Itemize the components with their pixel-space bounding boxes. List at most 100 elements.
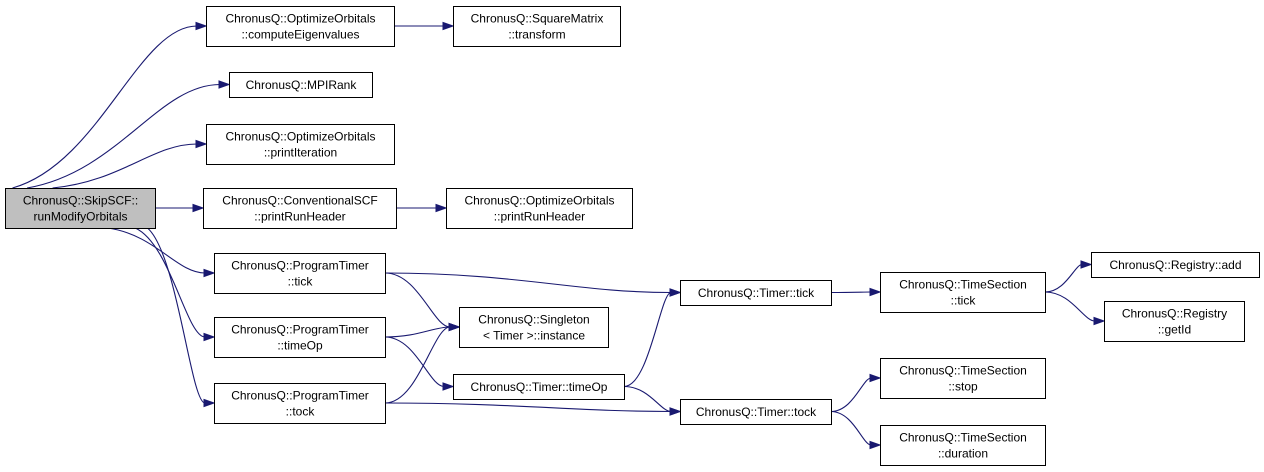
node-ptTick[interactable]: ChronusQ::ProgramTimer::tick	[214, 253, 386, 294]
edge-ptTimeOp-to-singleton	[384, 326, 451, 338]
arrow-head	[435, 203, 448, 213]
node-label: ChronusQ::Registry::add	[1109, 258, 1241, 272]
arrow-head	[1093, 316, 1106, 326]
node-label: ChronusQ::OptimizeOrbitals	[225, 12, 375, 26]
node-box	[1104, 301, 1245, 342]
call-edges	[12, 21, 1106, 450]
node-label: ChronusQ::ProgramTimer	[231, 259, 369, 273]
node-box	[459, 307, 609, 348]
edge-ptTimeOp-to-timerTimeOp	[384, 336, 445, 388]
arrow-head	[442, 382, 455, 391]
arrow-head	[192, 203, 205, 213]
node-label: ChronusQ::TimeSection	[899, 364, 1027, 378]
edge-timerTock-to-tsDuration	[830, 410, 872, 446]
node-label: ::getId	[1158, 323, 1191, 337]
node-label: ChronusQ::ProgramTimer	[231, 323, 369, 337]
node-box	[453, 6, 621, 47]
call-nodes: ChronusQ::SkipSCF::runModifyOrbitalsChro…	[5, 6, 1260, 466]
node-label: ::stop	[948, 380, 978, 394]
node-box	[206, 6, 395, 47]
node-regAdd[interactable]: ChronusQ::Registry::add	[1091, 252, 1260, 278]
node-box	[680, 399, 832, 425]
edge-root-to-ptTick	[107, 227, 206, 274]
node-label: ::computeEigenvalues	[241, 28, 359, 42]
node-singleton[interactable]: ChronusQ::Singleton< Timer >::instance	[459, 307, 609, 348]
node-label: ChronusQ::SkipSCF::	[23, 194, 138, 208]
node-box	[880, 272, 1046, 313]
edge-root-to-ptTock	[147, 227, 206, 404]
node-ptTock[interactable]: ChronusQ::ProgramTimer::tock	[214, 383, 386, 424]
arrow-head	[203, 398, 216, 408]
arrow-head	[442, 21, 455, 31]
node-box	[214, 383, 386, 424]
arrow-head	[869, 287, 882, 297]
node-box	[453, 374, 625, 400]
node-box	[1091, 252, 1260, 278]
node-root[interactable]: ChronusQ::SkipSCF::runModifyOrbitals	[5, 188, 156, 229]
arrow-head	[203, 268, 216, 278]
node-timerTock[interactable]: ChronusQ::Timer::tock	[680, 399, 832, 425]
edge-timerTimeOp-to-timerTick	[623, 291, 672, 388]
arrow-head	[218, 80, 231, 89]
arrow-head	[195, 139, 208, 149]
node-label: ChronusQ::ConventionalSCF	[222, 194, 377, 208]
node-label: ChronusQ::ProgramTimer	[231, 389, 369, 403]
arrow-head	[203, 332, 216, 342]
node-box	[229, 72, 373, 98]
node-transform[interactable]: ChronusQ::SquareMatrix::transform	[453, 6, 621, 47]
node-label: ::tick	[288, 275, 314, 289]
node-box	[214, 317, 386, 358]
edge-ptTick-to-singleton	[384, 272, 451, 328]
arrow-head	[669, 288, 682, 297]
edge-tsTick-to-regGetId	[1044, 291, 1096, 322]
node-convPrintRunHeader[interactable]: ChronusQ::ConventionalSCF::printRunHeade…	[203, 188, 397, 229]
edge-tsTick-to-regAdd	[1044, 263, 1083, 293]
node-label: ChronusQ::TimeSection	[899, 278, 1027, 292]
node-box	[5, 188, 156, 229]
node-label: ::timeOp	[277, 339, 323, 353]
arrow-head	[869, 440, 882, 450]
node-label: ChronusQ::MPIRank	[246, 78, 358, 92]
node-label: ChronusQ::Timer::tick	[698, 286, 815, 300]
node-mpirank[interactable]: ChronusQ::MPIRank	[229, 72, 373, 98]
edge-root-to-ptTimeOp	[135, 227, 206, 338]
arrow-head	[869, 373, 882, 383]
node-box	[206, 124, 395, 165]
node-label: ChronusQ::Registry	[1122, 307, 1227, 321]
node-label: ::printRunHeader	[254, 210, 345, 224]
node-label: ChronusQ::TimeSection	[899, 431, 1027, 445]
node-box	[214, 253, 386, 294]
arrow-head	[1080, 260, 1093, 269]
arrow-head	[669, 407, 682, 416]
arrow-head	[448, 322, 461, 332]
node-box	[446, 188, 633, 229]
node-label: ::tick	[951, 294, 977, 308]
edge-ptTock-to-singleton	[384, 326, 451, 404]
node-label: ChronusQ::OptimizeOrbitals	[464, 194, 614, 208]
node-label: ::printIteration	[264, 146, 337, 160]
node-tsDuration[interactable]: ChronusQ::TimeSection::duration	[880, 425, 1046, 466]
node-label: ChronusQ::Timer::tock	[696, 405, 817, 419]
node-label: ::printRunHeader	[494, 210, 585, 224]
node-label: ::tock	[286, 405, 316, 419]
node-printIteration[interactable]: ChronusQ::OptimizeOrbitals::printIterati…	[206, 124, 395, 165]
edge-root-to-mpirank	[26, 83, 221, 189]
node-optPrintRunHeader[interactable]: ChronusQ::OptimizeOrbitals::printRunHead…	[446, 188, 633, 229]
node-label: ChronusQ::Timer::timeOp	[471, 380, 608, 394]
node-tsStop[interactable]: ChronusQ::TimeSection::stop	[880, 358, 1046, 399]
node-label: ::transform	[508, 28, 565, 42]
edge-root-to-computeEigenvalues	[12, 25, 198, 189]
node-regGetId[interactable]: ChronusQ::Registry::getId	[1104, 301, 1245, 342]
node-tsTick[interactable]: ChronusQ::TimeSection::tick	[880, 272, 1046, 313]
arrow-head	[195, 21, 208, 31]
edge-timerTock-to-tsStop	[830, 377, 872, 413]
node-label: ::duration	[938, 447, 988, 461]
edge-ptTock-to-timerTock	[384, 402, 672, 413]
edge-timerTick-to-tsTick	[830, 291, 872, 294]
node-timerTick[interactable]: ChronusQ::Timer::tick	[680, 280, 832, 306]
edge-root-to-printIteration	[52, 143, 198, 189]
node-computeEigenvalues[interactable]: ChronusQ::OptimizeOrbitals::computeEigen…	[206, 6, 395, 47]
node-ptTimeOp[interactable]: ChronusQ::ProgramTimer::timeOp	[214, 317, 386, 358]
node-timerTimeOp[interactable]: ChronusQ::Timer::timeOp	[453, 374, 625, 400]
